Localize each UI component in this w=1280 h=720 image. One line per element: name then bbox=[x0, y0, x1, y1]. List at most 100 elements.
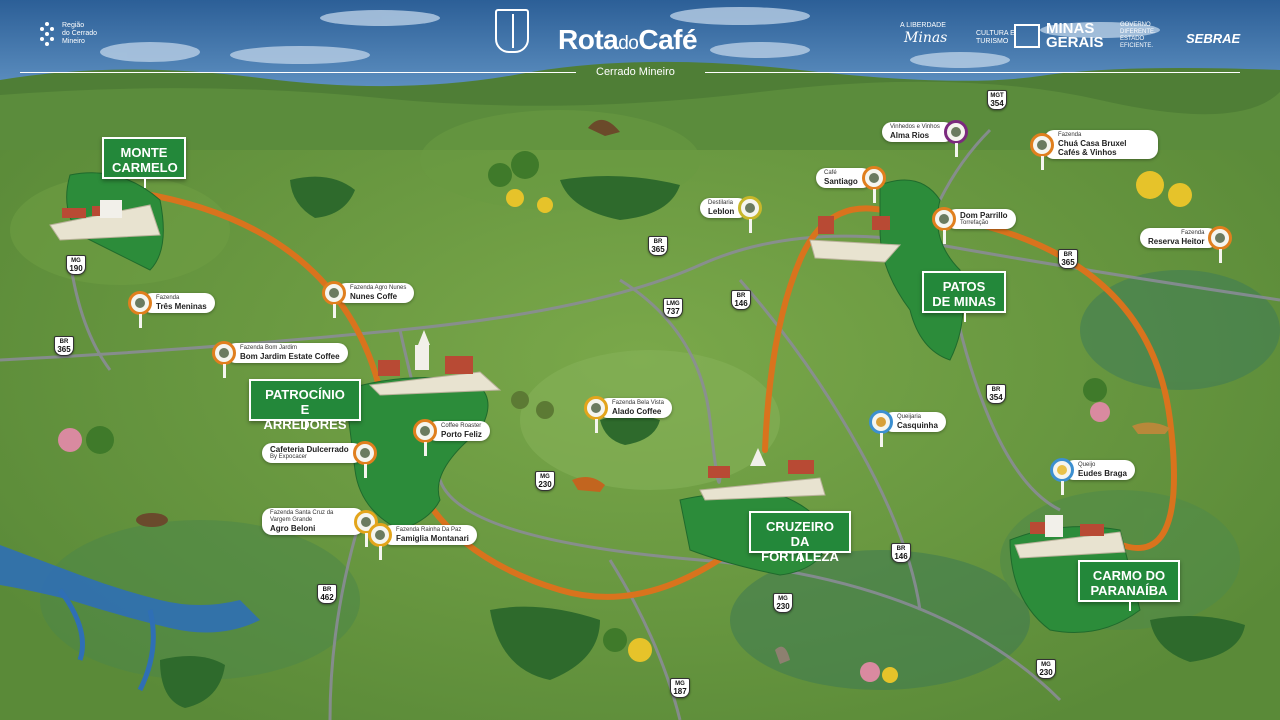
farm-logo-icon bbox=[1037, 139, 1047, 150]
page-title: RotadoCafé bbox=[558, 24, 698, 56]
poi-pin-icon bbox=[869, 410, 893, 447]
poi-pin-icon bbox=[322, 281, 346, 318]
minas-gerais-line: GERAIS bbox=[1046, 34, 1104, 51]
poi-type: Queijo bbox=[1078, 462, 1096, 468]
poi-type: Fazenda Agro Nunes bbox=[350, 285, 407, 291]
road-prefix: LMG bbox=[666, 301, 680, 307]
cheese-icon bbox=[1057, 465, 1067, 475]
poi-name: Porto Feliz bbox=[441, 430, 482, 439]
regiao-cerrado-logo bbox=[38, 20, 56, 48]
poi-name: Nunes Coffe bbox=[350, 292, 398, 301]
poi-name: Casquinha bbox=[897, 421, 938, 430]
farm-logo-icon bbox=[361, 516, 371, 527]
farm-logo-icon bbox=[591, 403, 601, 413]
poi-type: Destilaria bbox=[708, 200, 734, 206]
poi-type: Fazenda Rainha Da Paz bbox=[396, 527, 462, 533]
poi-pin-icon bbox=[354, 509, 378, 547]
distillery-logo-icon bbox=[745, 203, 756, 213]
road-number: 146 bbox=[734, 299, 748, 308]
poi-name: Dom Parrillo bbox=[960, 211, 1008, 220]
road-prefix: MG bbox=[540, 474, 550, 480]
liberdade-logo-text: A LIBERDADE bbox=[900, 22, 946, 29]
poi-pin-icon bbox=[861, 166, 886, 203]
city-label-carmo-do-paranaiba[interactable]: CARMO DO PARANAÍBA bbox=[1078, 560, 1180, 611]
page-subtitle: Cerrado Mineiro bbox=[596, 66, 675, 78]
governo-logo-text: GOVERNO DIFERENTE. ESTADO EFICIENTE. bbox=[1120, 22, 1156, 50]
title-part: do bbox=[618, 33, 639, 54]
city-label-monte-carmelo[interactable]: MONTE CARMELO bbox=[102, 137, 186, 188]
poi-pin-icon bbox=[1050, 458, 1074, 495]
road-prefix: BR bbox=[1063, 252, 1073, 258]
poi-type: Fazenda Santa Cruz da Vargem Grande bbox=[270, 510, 334, 523]
road-prefix: BR bbox=[322, 587, 332, 593]
header-bar: Região do Cerrado Mineiro RotadoCafé Cer… bbox=[0, 0, 1280, 80]
road-prefix: MG bbox=[1041, 662, 1051, 668]
cafe-logo-icon bbox=[868, 173, 879, 183]
coat-of-arms-icon bbox=[495, 9, 529, 53]
governo-line: GOVERNO bbox=[1120, 22, 1151, 28]
regiao-logo-line: do Cerrado bbox=[62, 30, 98, 37]
governo-line: DIFERENTE. bbox=[1120, 29, 1156, 35]
poi-type: Café bbox=[824, 170, 837, 176]
poi-name: Reserva Heitor bbox=[1148, 237, 1205, 246]
cultura-line: TURISMO bbox=[976, 38, 1009, 45]
minas-gerais-logo: MINAS GERAIS bbox=[1046, 20, 1104, 51]
poi-pin-icon bbox=[1030, 132, 1054, 170]
regiao-logo-line: Região bbox=[62, 22, 85, 29]
city-label-patrocinio[interactable]: PATROCÍNIO E ARREDORES bbox=[249, 379, 361, 432]
poi-pin-icon bbox=[738, 196, 763, 233]
poi-name: Chuá Casa Bruxel Cafés & Vinhos bbox=[1058, 139, 1127, 157]
minas-gerais-line: MINAS bbox=[1046, 20, 1095, 37]
cultura-turismo-logo: CULTURA E TURISMO bbox=[976, 30, 1015, 46]
road-prefix: MGT bbox=[990, 93, 1004, 99]
road-prefix: BR bbox=[896, 546, 906, 552]
poi-name: Três Meninas bbox=[156, 302, 207, 311]
minas-gerais-logo-icon bbox=[1014, 24, 1040, 48]
city-label-patos-de-minas[interactable]: PATOS DE MINAS bbox=[922, 271, 1006, 322]
poi-name: Alma Rios bbox=[890, 131, 930, 140]
road-prefix: BR bbox=[736, 293, 746, 299]
road-number: 230 bbox=[1039, 668, 1053, 677]
city-label-cruzeiro-da-fortaleza[interactable]: CRUZEIRO DA FORTALEZA bbox=[749, 511, 851, 564]
road-number: 146 bbox=[894, 552, 908, 561]
road-number: 365 bbox=[651, 245, 665, 254]
poi-name: Bom Jardim Estate Coffee bbox=[240, 352, 340, 361]
road-number: 365 bbox=[57, 345, 71, 354]
road-prefix: BR bbox=[991, 387, 1001, 393]
road-prefix: MG bbox=[71, 258, 81, 264]
title-part: Rota bbox=[558, 24, 619, 55]
road-number: 737 bbox=[666, 307, 680, 316]
